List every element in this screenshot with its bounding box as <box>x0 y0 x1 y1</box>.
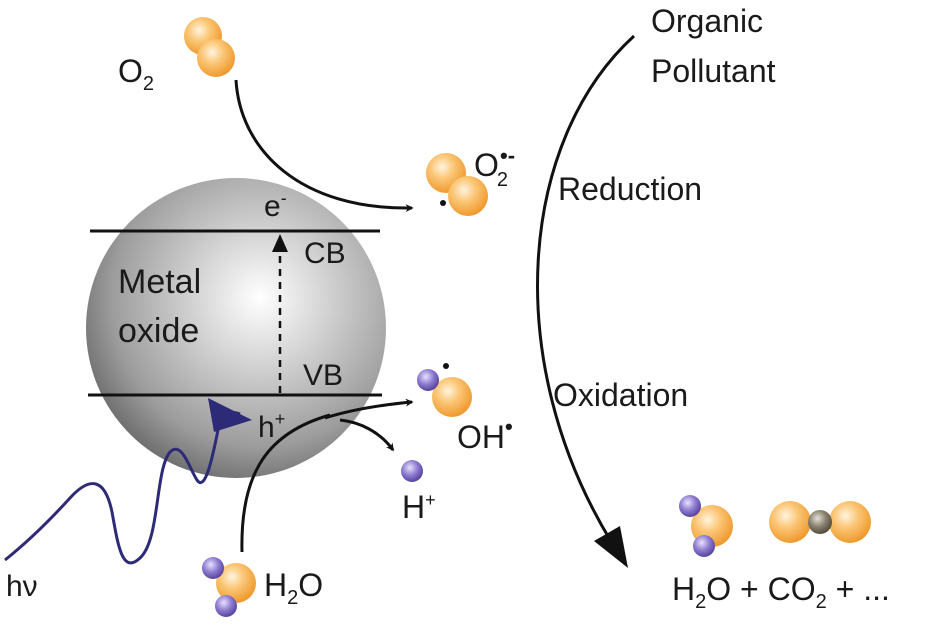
catalyst-label-line2: oxide <box>118 312 199 350</box>
oxygen-label: O2 <box>118 53 154 95</box>
pollutant-label-line2: Pollutant <box>651 53 776 89</box>
metal-oxide-particle <box>86 178 386 478</box>
product-co2-molecule <box>769 501 871 543</box>
hole-label: h+ <box>258 409 285 444</box>
electron-label: e- <box>264 188 287 223</box>
reduction-arrow <box>234 79 414 213</box>
reduction-label: Reduction <box>558 171 702 207</box>
products-label: H2O + CO2 + ... <box>672 571 890 613</box>
excitation-arrowhead <box>272 234 288 252</box>
hydroxyl-arrow <box>324 398 414 420</box>
superoxide-molecule <box>426 153 488 216</box>
degradation-arrowhead <box>594 526 628 568</box>
water-oxidation-arrow <box>240 413 331 553</box>
vb-label: VB <box>303 359 343 392</box>
oxidation-label: Oxidation <box>553 377 688 413</box>
photon-wave <box>4 411 241 565</box>
catalyst-label-line1: Metal <box>118 263 201 301</box>
cb-label: CB <box>304 237 346 270</box>
pollutant-label-line1: Organic <box>651 3 763 39</box>
proton-arrow <box>339 418 395 452</box>
proton-atom <box>401 460 423 482</box>
hydroxyl-label: OH• <box>457 414 513 455</box>
hydroxyl-molecule <box>417 363 472 417</box>
oxygen-molecule <box>184 17 235 77</box>
photon-label: hν <box>6 570 38 603</box>
water-label: H2O <box>264 567 323 609</box>
superoxide-label: O2 <box>474 147 508 191</box>
proton-label: H+ <box>402 489 436 525</box>
superoxide-charge: •- <box>500 143 515 168</box>
photon-arrowhead <box>208 398 252 432</box>
water-molecule <box>202 557 256 617</box>
degradation-arc <box>536 34 636 544</box>
product-water-molecule <box>679 495 733 557</box>
